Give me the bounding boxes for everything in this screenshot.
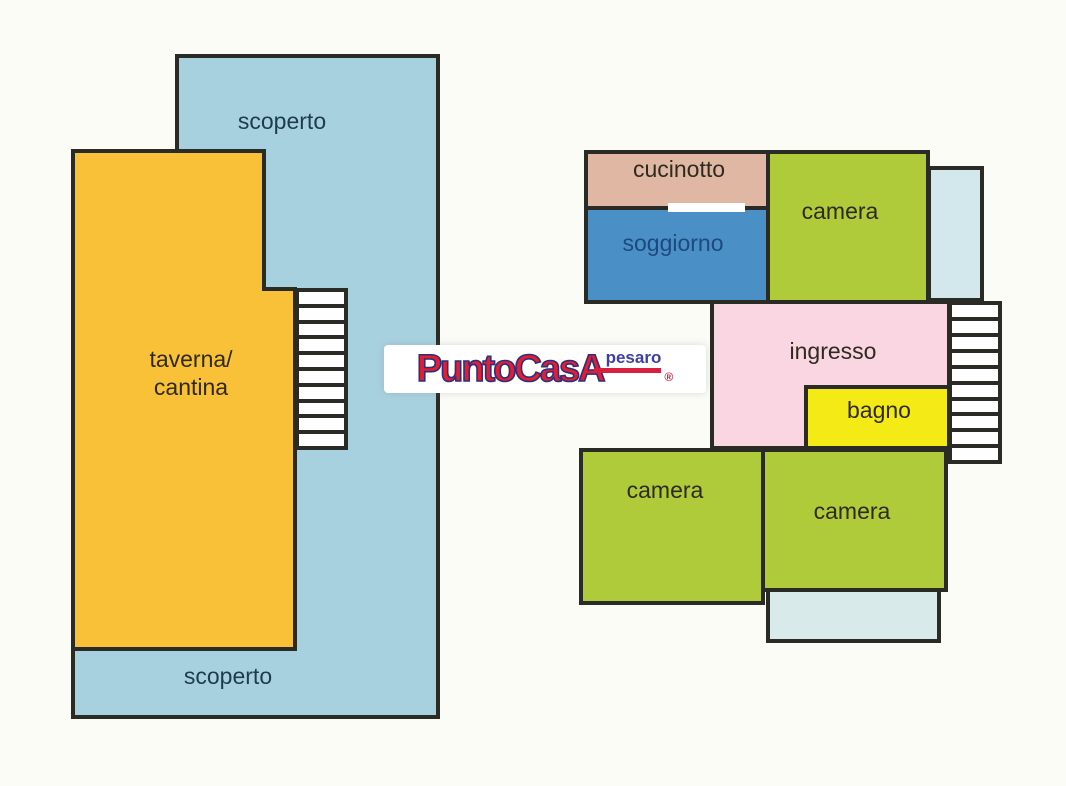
room-camera-bottom-right <box>761 448 948 592</box>
balcony-bottom-right <box>766 588 941 643</box>
label-camera-bottom-left: camera <box>627 477 704 503</box>
label-taverna-line1: taverna/ <box>149 346 233 372</box>
label-ingresso: ingresso <box>790 338 877 364</box>
logo-city-block: pesaro <box>593 348 662 373</box>
label-soggiorno: soggiorno <box>622 230 723 256</box>
room-camera-bottom-left <box>579 448 765 605</box>
logo-underline-bar <box>593 368 662 373</box>
label-scoperto-bottom: scoperto <box>184 663 272 689</box>
label-cucinotto: cucinotto <box>633 156 725 182</box>
stairs-upper-floor <box>948 301 1002 464</box>
balcony-top-right <box>927 166 984 302</box>
label-taverna-line2: cantina <box>154 374 228 400</box>
upper-floor-plan: cucinotto soggiorno camera ingresso bagn… <box>579 150 1002 643</box>
label-scoperto-top: scoperto <box>238 108 326 134</box>
logo-city-text: pesaro <box>605 348 662 367</box>
lower-floor-plan: scoperto taverna/ cantina scoperto <box>71 54 440 719</box>
door-opening <box>668 203 745 212</box>
label-camera-bottom-right: camera <box>814 498 891 524</box>
logo-registered-mark: ® <box>664 370 674 384</box>
stairs-lower-floor <box>295 288 348 450</box>
room-camera-top <box>766 150 930 304</box>
puntocasa-logo: PuntoCasA pesaro ® <box>384 345 706 393</box>
room-taverna-cantina <box>71 149 297 651</box>
logo-brand-text: PuntoCasA <box>416 348 606 390</box>
label-bagno: bagno <box>847 397 911 423</box>
label-camera-top: camera <box>802 198 879 224</box>
